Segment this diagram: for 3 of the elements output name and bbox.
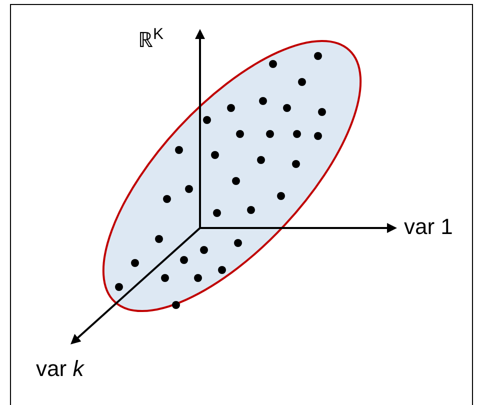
axis-label: ℝ$^{K}$: [138, 30, 164, 51]
axis-label: var 1: [404, 216, 453, 238]
axis-label: var k: [36, 358, 84, 380]
